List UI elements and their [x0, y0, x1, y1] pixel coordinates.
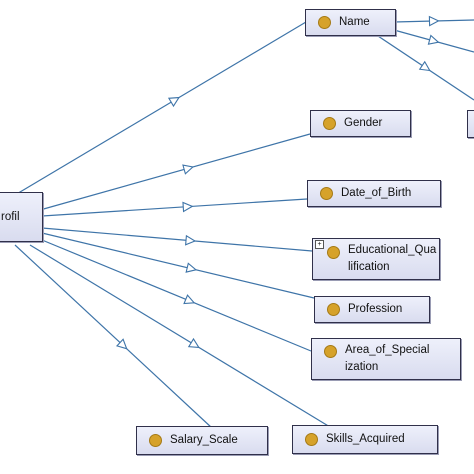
- arrowhead-icon: [185, 262, 198, 273]
- edge-edu: [41, 227, 313, 252]
- arrowhead-icon: [115, 338, 128, 350]
- class-dot-icon: [327, 245, 340, 259]
- node-label: Salary_Scale: [170, 434, 238, 446]
- node-gender[interactable]: Gender: [310, 110, 411, 137]
- arrowhead-icon: [182, 164, 195, 175]
- node-educational-qualification[interactable]: + Educational_Qua lification: [312, 238, 440, 280]
- node-label: Gender: [344, 117, 383, 129]
- arrowhead-icon: [427, 34, 440, 45]
- arrowhead-icon: [182, 201, 194, 213]
- class-dot-icon: [318, 16, 331, 29]
- edge-area: [41, 239, 312, 352]
- class-dot-icon: [327, 303, 340, 316]
- node-skills-acquired[interactable]: Skills_Acquired: [292, 425, 438, 454]
- arrowhead-icon: [167, 96, 180, 108]
- class-dot-icon: [324, 344, 337, 358]
- class-dot-icon: [305, 433, 318, 446]
- edge-salary: [14, 244, 213, 429]
- node-label: rofil: [1, 210, 20, 223]
- node-label: Area_of_Special ization: [345, 344, 430, 373]
- node-label: Skills_Acquired: [326, 433, 405, 445]
- node-label: Date_of_Birth: [341, 187, 412, 199]
- expand-icon[interactable]: +: [315, 240, 324, 249]
- node-name[interactable]: Name: [305, 9, 396, 36]
- class-dot-icon: [320, 187, 333, 200]
- class-dot-icon: [149, 434, 162, 447]
- arrowhead-icon: [187, 337, 200, 349]
- arrowhead-icon: [428, 15, 440, 27]
- arrowhead-icon: [183, 294, 196, 305]
- edge-dob: [41, 198, 308, 217]
- edge-profession: [41, 232, 315, 299]
- node-salary-scale[interactable]: Salary_Scale: [136, 426, 268, 455]
- node-date-of-birth[interactable]: Date_of_Birth: [307, 180, 441, 207]
- arrowhead-icon: [185, 234, 197, 246]
- edge-name: [14, 21, 307, 196]
- node-label: Profession: [348, 303, 403, 315]
- node-profile[interactable]: rofil: [0, 192, 43, 242]
- node-label: Name: [339, 16, 370, 28]
- edge-gender: [39, 133, 311, 211]
- node-area-of-specialization[interactable]: Area_of_Special ization: [311, 338, 461, 380]
- node-label: Educational_Qua lification: [348, 244, 437, 273]
- node-offscreen[interactable]: [467, 110, 474, 138]
- arrowhead-icon: [418, 60, 431, 72]
- node-profession[interactable]: Profession: [314, 296, 430, 323]
- edge-skills: [29, 244, 331, 428]
- class-dot-icon: [323, 117, 336, 130]
